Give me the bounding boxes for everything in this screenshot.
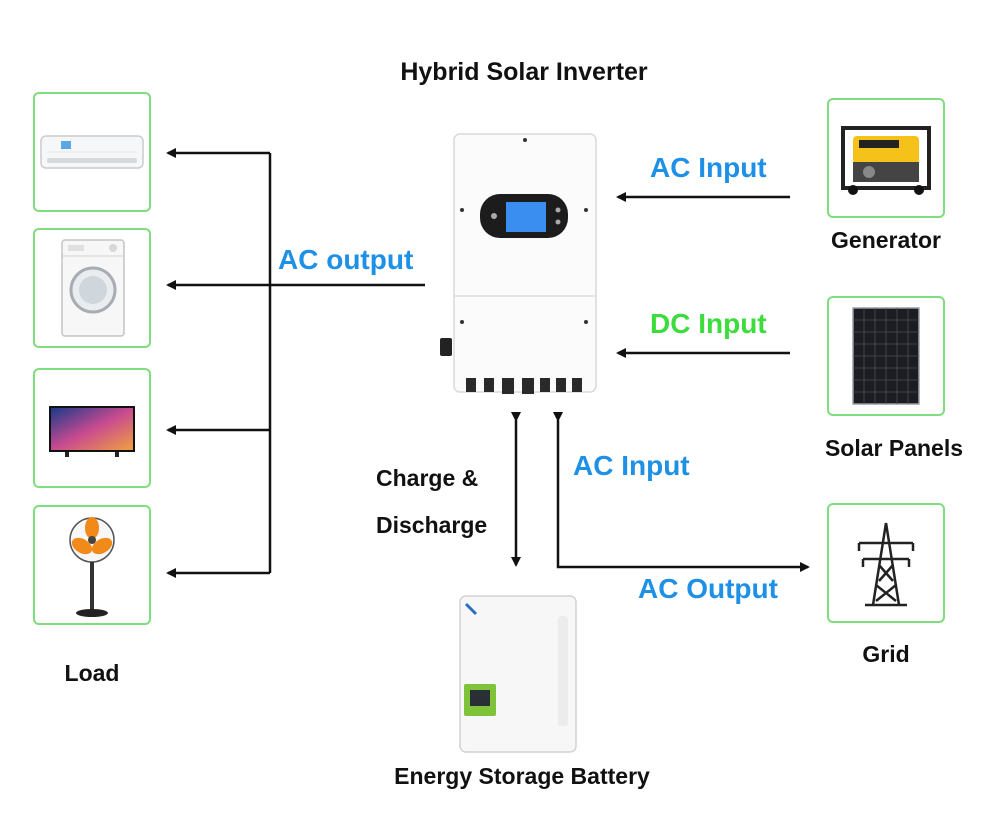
generator-box [827, 98, 945, 218]
energy-storage-battery [456, 594, 580, 756]
charge-label-line1: Charge & [376, 465, 479, 491]
diagram-title: Hybrid Solar Inverter [400, 58, 648, 86]
arrow-grid-bidirectional [553, 412, 810, 572]
load-caption: Load [64, 660, 120, 686]
solar-panel-icon [852, 307, 920, 405]
generator-icon [841, 126, 931, 195]
inverter-icon [440, 133, 597, 394]
dc-input-solar-label: DC Input [650, 308, 767, 339]
ac-output-grid-label: AC Output [638, 573, 778, 604]
solar-panels-box [827, 296, 945, 416]
ac-output-load-label: AC output [278, 244, 414, 275]
ac-input-generator-label: AC Input [650, 152, 767, 183]
grid-caption: Grid [862, 641, 910, 667]
load-box-fan [33, 505, 151, 625]
washing-machine-icon [61, 239, 125, 337]
hybrid-inverter [436, 132, 600, 408]
load-box-television [33, 368, 151, 488]
air-conditioner-icon [40, 135, 144, 169]
battery-icon [459, 595, 577, 753]
load-box-washing-machine [33, 228, 151, 348]
generator-caption: Generator [831, 227, 941, 253]
fan-icon [69, 517, 115, 617]
television-icon [49, 406, 135, 457]
power-tower-icon [857, 522, 915, 607]
grid-box [827, 503, 945, 623]
battery-caption: Energy Storage Battery [394, 763, 650, 789]
charge-label-line2: Discharge [376, 512, 488, 538]
ac-input-grid-label: AC Input [573, 450, 690, 481]
solar-panels-caption: Solar Panels [824, 435, 964, 461]
load-box-air-conditioner [33, 92, 151, 212]
